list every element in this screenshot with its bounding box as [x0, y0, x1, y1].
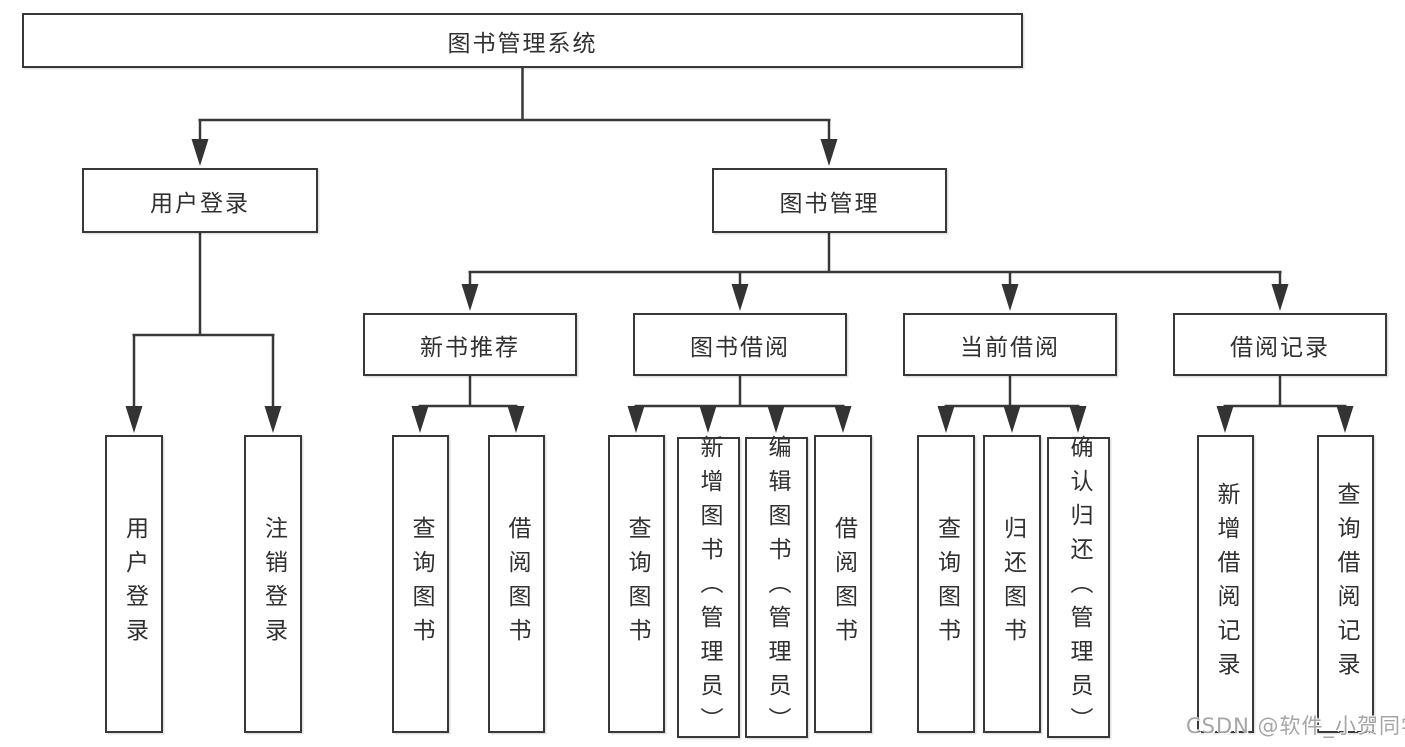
node-leaf-borrowing-edit-books: 编辑图书（管理员） — [745, 435, 808, 741]
node-leaf-borrowing-add-books: 新增图书（管理员） — [677, 435, 740, 741]
node-user-login: 用户登录 — [82, 168, 318, 233]
node-leaf-borrowing-borrow-books: 借阅图书 — [814, 435, 872, 733]
node-leaf-current-confirm-return: 确认归还（管理员） — [1047, 435, 1110, 741]
node-book-management-label: 图书管理 — [779, 190, 880, 217]
node-leaf-login: 用户登录 — [105, 435, 163, 733]
node-leaf-records-query-record: 查询借阅记录 — [1317, 435, 1374, 733]
node-leaf-logout: 注销登录 — [244, 435, 302, 733]
node-book-management: 图书管理 — [712, 168, 947, 233]
node-book-borrowing-label: 图书借阅 — [690, 334, 790, 361]
node-user-login-label: 用户登录 — [150, 190, 250, 217]
watermark: CSDN @软件_小贺同学 — [1186, 714, 1405, 738]
node-leaf-borrowing-query-books: 查询图书 — [608, 435, 665, 733]
node-leaf-records-add-record: 新增借阅记录 — [1197, 435, 1254, 733]
node-borrowing-records: 借阅记录 — [1173, 313, 1387, 376]
node-leaf-current-query-books: 查询图书 — [917, 435, 975, 733]
node-new-book-recommend: 新书推荐 — [363, 313, 577, 376]
node-leaf-recommend-borrow-books: 借阅图书 — [488, 435, 545, 733]
node-root-label: 图书管理系统 — [447, 30, 598, 57]
node-current-borrowing-label: 当前借阅 — [960, 334, 1060, 361]
node-leaf-current-return-books: 归还图书 — [983, 435, 1041, 733]
node-current-borrowing: 当前借阅 — [903, 313, 1117, 376]
node-leaf-recommend-query-books: 查询图书 — [392, 435, 449, 733]
node-root: 图书管理系统 — [22, 13, 1023, 68]
node-new-book-recommend-label: 新书推荐 — [420, 334, 520, 361]
node-book-borrowing: 图书借阅 — [633, 313, 847, 376]
node-borrowing-records-label: 借阅记录 — [1230, 334, 1330, 361]
